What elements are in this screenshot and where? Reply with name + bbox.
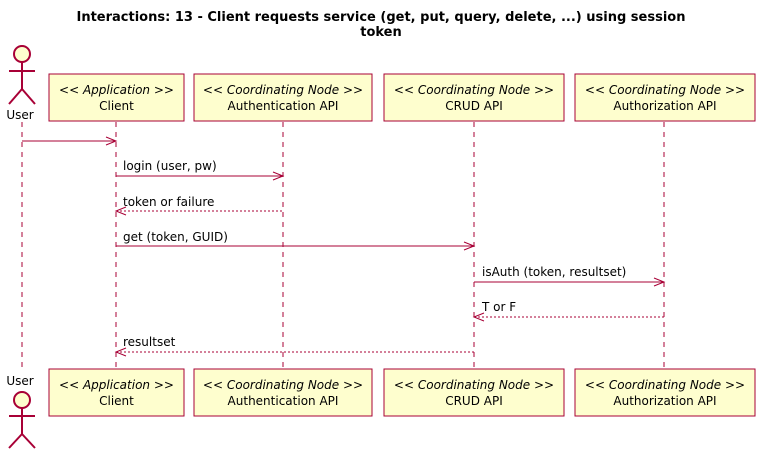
participant-name: Authentication API <box>228 394 339 408</box>
participant-box <box>48 368 185 417</box>
actor-leg-left <box>8 433 23 449</box>
arrowhead-icon <box>114 347 127 357</box>
participant-box <box>48 73 185 122</box>
participant-name: Client <box>99 394 134 408</box>
participant-authentication-api-bottom: << Coordinating Node >> Authentication A… <box>193 368 373 417</box>
participant-stereotype: << Coordinating Node >> <box>394 83 554 97</box>
arrowhead-icon <box>653 277 666 287</box>
arrowhead-icon <box>463 241 476 251</box>
message-isauth: isAuth (token, resultset) <box>474 265 666 287</box>
diagram-title-line-1: Interactions: 13 - Client requests servi… <box>77 10 686 25</box>
participant-box <box>193 73 373 122</box>
actor-label-top: User <box>6 108 33 122</box>
participant-box <box>574 368 756 417</box>
diagram-title-line-2: token <box>360 25 402 40</box>
message-label: T or F <box>481 300 516 314</box>
arrowhead-icon <box>105 136 118 146</box>
participant-client-top: << Application >> Client <box>48 73 185 122</box>
participant-box <box>193 368 373 417</box>
participant-client-bottom: << Application >> Client <box>48 368 185 417</box>
message-label: get (token, GUID) <box>123 230 228 244</box>
participant-stereotype: << Coordinating Node >> <box>203 378 363 392</box>
message-t-or-f: T or F <box>472 300 664 322</box>
participant-name: Authentication API <box>228 99 339 113</box>
actor-user-top: User <box>6 45 36 122</box>
message-get: get (token, GUID) <box>116 230 476 251</box>
actor-leg-right <box>21 88 36 105</box>
participant-stereotype: << Coordinating Node >> <box>203 83 363 97</box>
participant-stereotype: << Application >> <box>59 83 174 97</box>
actor-leg-left <box>8 88 23 105</box>
message-login: login (user, pw) <box>116 159 285 181</box>
participant-name: Authorization API <box>613 99 716 113</box>
message-label: login (user, pw) <box>123 159 217 173</box>
participant-name: Client <box>99 99 134 113</box>
participant-stereotype: << Coordinating Node >> <box>585 378 745 392</box>
participant-box <box>383 368 565 417</box>
arrowhead-icon <box>114 206 127 216</box>
arrowhead-icon <box>472 312 485 322</box>
message-label: resultset <box>123 335 176 349</box>
participant-name: Authorization API <box>613 394 716 408</box>
participant-stereotype: << Coordinating Node >> <box>585 83 745 97</box>
participant-stereotype: << Coordinating Node >> <box>394 378 554 392</box>
participant-authorization-api-bottom: << Coordinating Node >> Authorization AP… <box>574 368 756 417</box>
participant-box <box>574 73 756 122</box>
actor-leg-right <box>21 433 36 449</box>
participant-stereotype: << Application >> <box>59 378 174 392</box>
actor-head <box>13 45 31 63</box>
message-label: isAuth (token, resultset) <box>482 265 626 279</box>
participant-crud-api-top: << Coordinating Node >> CRUD API <box>383 73 565 122</box>
arrowhead-icon <box>272 171 285 181</box>
participant-authentication-api-top: << Coordinating Node >> Authentication A… <box>193 73 373 122</box>
actor-head <box>13 391 31 409</box>
participant-crud-api-bottom: << Coordinating Node >> CRUD API <box>383 368 565 417</box>
participant-name: CRUD API <box>445 394 503 408</box>
participant-box <box>383 73 565 122</box>
participant-name: CRUD API <box>445 99 503 113</box>
message-resultset: resultset <box>114 335 474 357</box>
message-token-or-failure: token or failure <box>114 195 283 216</box>
actor-user-bottom: User <box>6 374 36 449</box>
message-user-to-client <box>22 136 118 146</box>
message-label: token or failure <box>123 195 214 209</box>
participant-authorization-api-top: << Coordinating Node >> Authorization AP… <box>574 73 756 122</box>
actor-label-bottom: User <box>6 374 33 388</box>
